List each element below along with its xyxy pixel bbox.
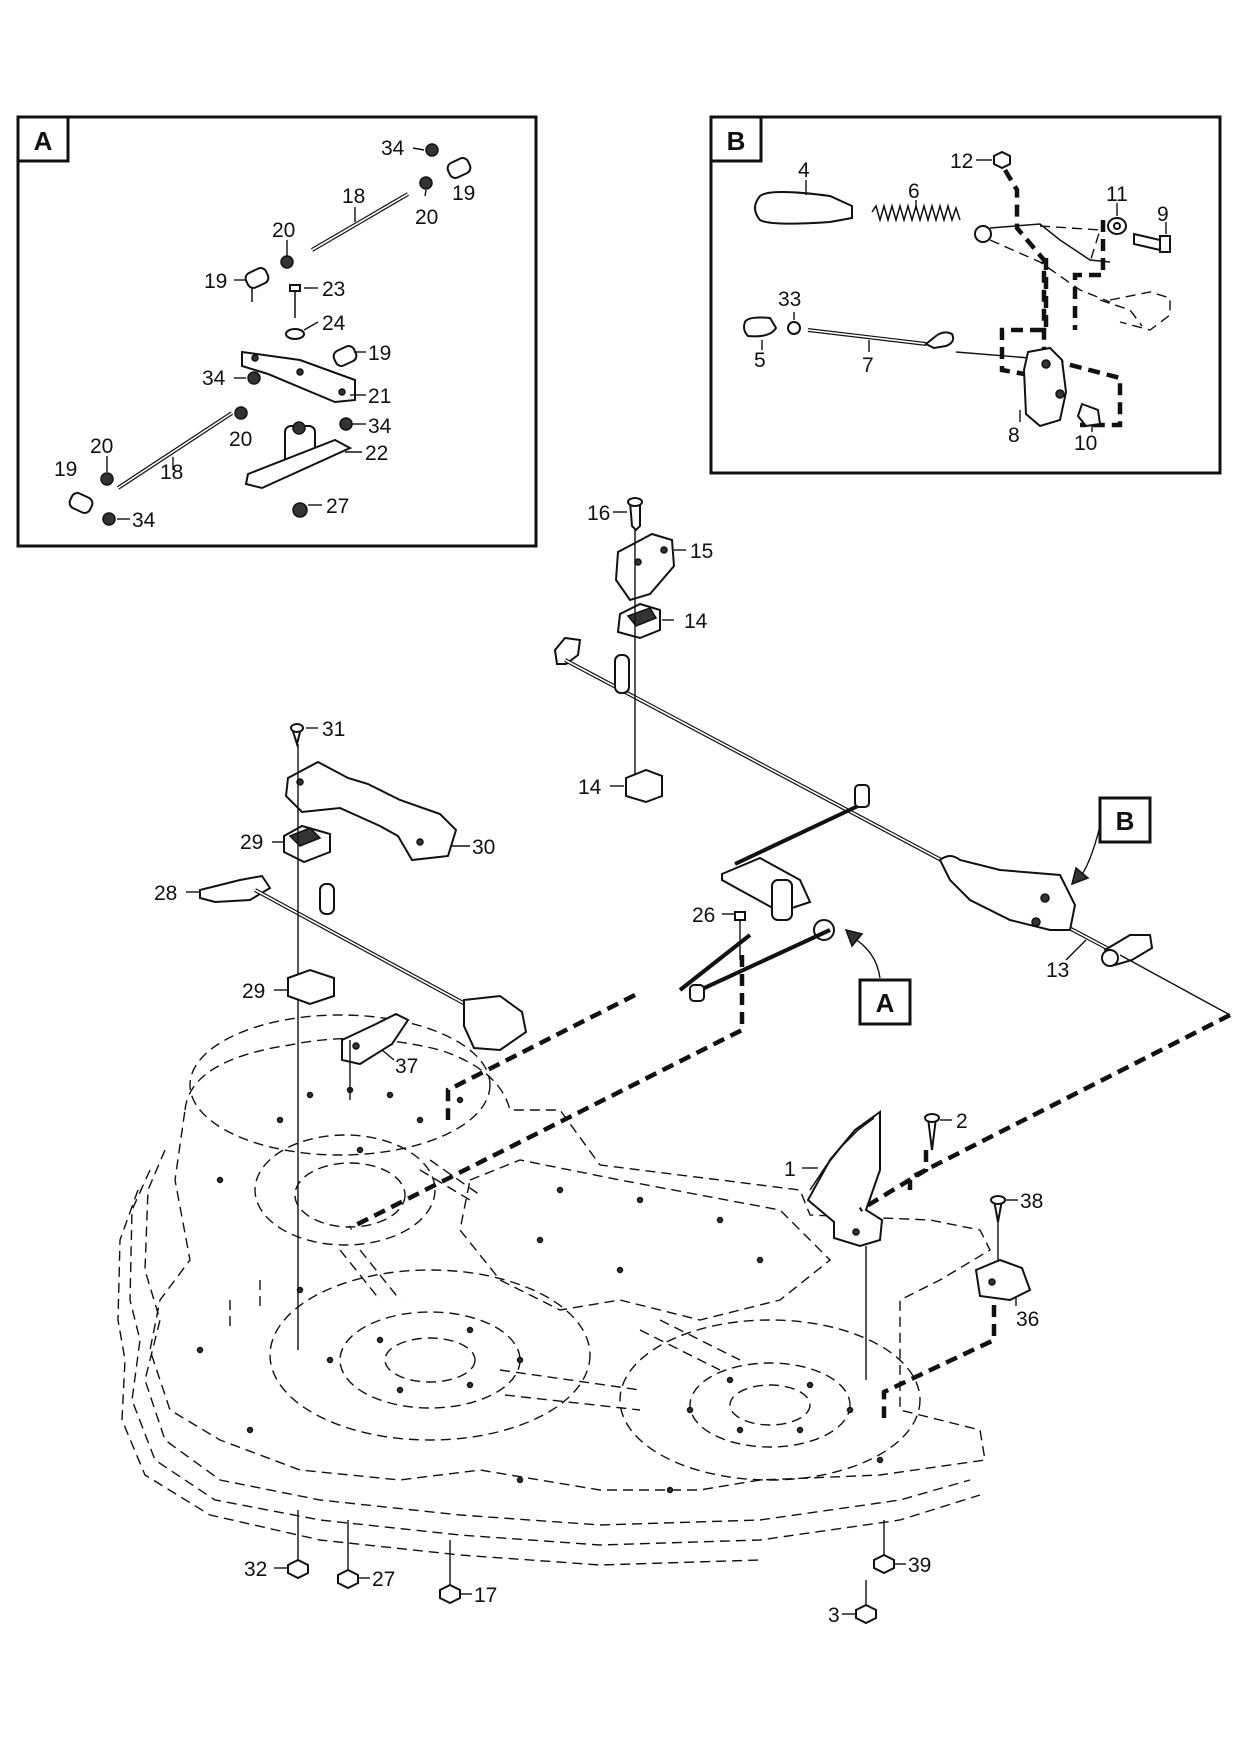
part-label: 24 <box>322 312 346 335</box>
part-label: 19 <box>54 458 77 481</box>
part-label: 14 <box>578 776 602 799</box>
part-label: 20 <box>272 219 295 242</box>
part-label: 12 <box>950 150 973 173</box>
part-label: 33 <box>778 288 801 311</box>
part-label: 31 <box>322 718 345 741</box>
part-label: 3 <box>828 1604 840 1627</box>
part-label: 27 <box>326 495 349 518</box>
inset-b-tag: B <box>727 126 746 156</box>
part-label: 5 <box>754 349 766 372</box>
part-label: 19 <box>204 270 227 293</box>
part-label: 18 <box>160 461 183 484</box>
part-label: 38 <box>1020 1190 1043 1213</box>
route-13 <box>907 1012 1232 1190</box>
part-label: 28 <box>154 882 177 905</box>
part-label: 36 <box>1016 1308 1039 1331</box>
hanger-left <box>199 723 528 1350</box>
part-label: 16 <box>587 502 610 525</box>
part-label: 19 <box>452 182 475 205</box>
linkage-center <box>678 784 870 1002</box>
callout-a: A <box>844 928 912 1026</box>
part-label: 11 <box>1106 183 1128 206</box>
part-label: 14 <box>684 610 708 633</box>
part-label: 17 <box>474 1584 497 1607</box>
part-label: 4 <box>798 159 810 182</box>
hanger-top <box>614 497 676 804</box>
torsion-bar <box>553 636 1231 1016</box>
callout-b-label: B <box>1116 806 1135 836</box>
part-label: 21 <box>368 385 391 408</box>
part-label: 26 <box>692 904 715 927</box>
sector-1 <box>806 1110 940 1380</box>
bottom-fasteners <box>287 1510 895 1625</box>
part-label: 19 <box>368 342 391 365</box>
inset-a-linkage <box>68 143 472 526</box>
part-label: 15 <box>690 540 713 563</box>
part-label: 34 <box>381 137 405 160</box>
part-label: 22 <box>365 442 388 465</box>
part-label: 32 <box>244 1558 267 1581</box>
part-label: 23 <box>322 278 345 301</box>
part-label: 10 <box>1074 432 1097 455</box>
part-label: 29 <box>240 831 263 854</box>
part-label: 20 <box>90 435 113 458</box>
bracket-36 <box>974 1195 1032 1302</box>
inset-b: B <box>709 115 1222 475</box>
route-2 <box>858 1150 929 1212</box>
inset-b-parts <box>743 150 1171 428</box>
inset-a-labels: 34 19 20 18 20 19 23 24 19 34 21 34 20 2… <box>54 137 475 532</box>
main-assembly: A B 16 15 14 31 14 29 30 <box>117 497 1232 1627</box>
route-36 <box>881 1305 997 1418</box>
callout-a-label: A <box>876 988 895 1018</box>
part-label: 37 <box>395 1055 418 1078</box>
part-label: 39 <box>908 1554 931 1577</box>
part-label: 20 <box>415 206 438 229</box>
part-label: 29 <box>242 980 265 1003</box>
inset-a: A <box>16 115 538 548</box>
inset-b-tag-box <box>709 115 763 163</box>
inset-a-tag: A <box>34 126 53 156</box>
part-label: 8 <box>1008 424 1020 447</box>
part-label: 18 <box>342 185 365 208</box>
route-14 <box>445 992 637 1120</box>
bracket-37 <box>341 1012 410 1100</box>
part-label: 2 <box>956 1110 968 1133</box>
part-label: 6 <box>908 180 920 203</box>
part-label: 9 <box>1157 203 1169 226</box>
part-label: 13 <box>1046 959 1069 982</box>
part-label: 27 <box>372 1568 395 1591</box>
part-label: 7 <box>862 354 874 377</box>
callout-b: B <box>1070 796 1152 886</box>
main-labels: 16 15 14 31 14 29 30 28 26 29 37 13 2 <box>154 502 1087 1627</box>
part-label: 34 <box>368 415 392 438</box>
part-label: 20 <box>229 428 252 451</box>
route-a <box>348 955 745 1231</box>
part-label: 34 <box>202 367 226 390</box>
mower-deck <box>117 1014 991 1566</box>
inset-b-labels: 12 4 6 11 9 33 5 7 8 10 <box>754 150 1169 455</box>
part-label: 30 <box>472 836 495 859</box>
inset-a-tag-box <box>16 115 70 163</box>
part-label: 34 <box>132 509 156 532</box>
part-label: 1 <box>784 1158 796 1181</box>
deck-holes <box>196 1086 884 1494</box>
